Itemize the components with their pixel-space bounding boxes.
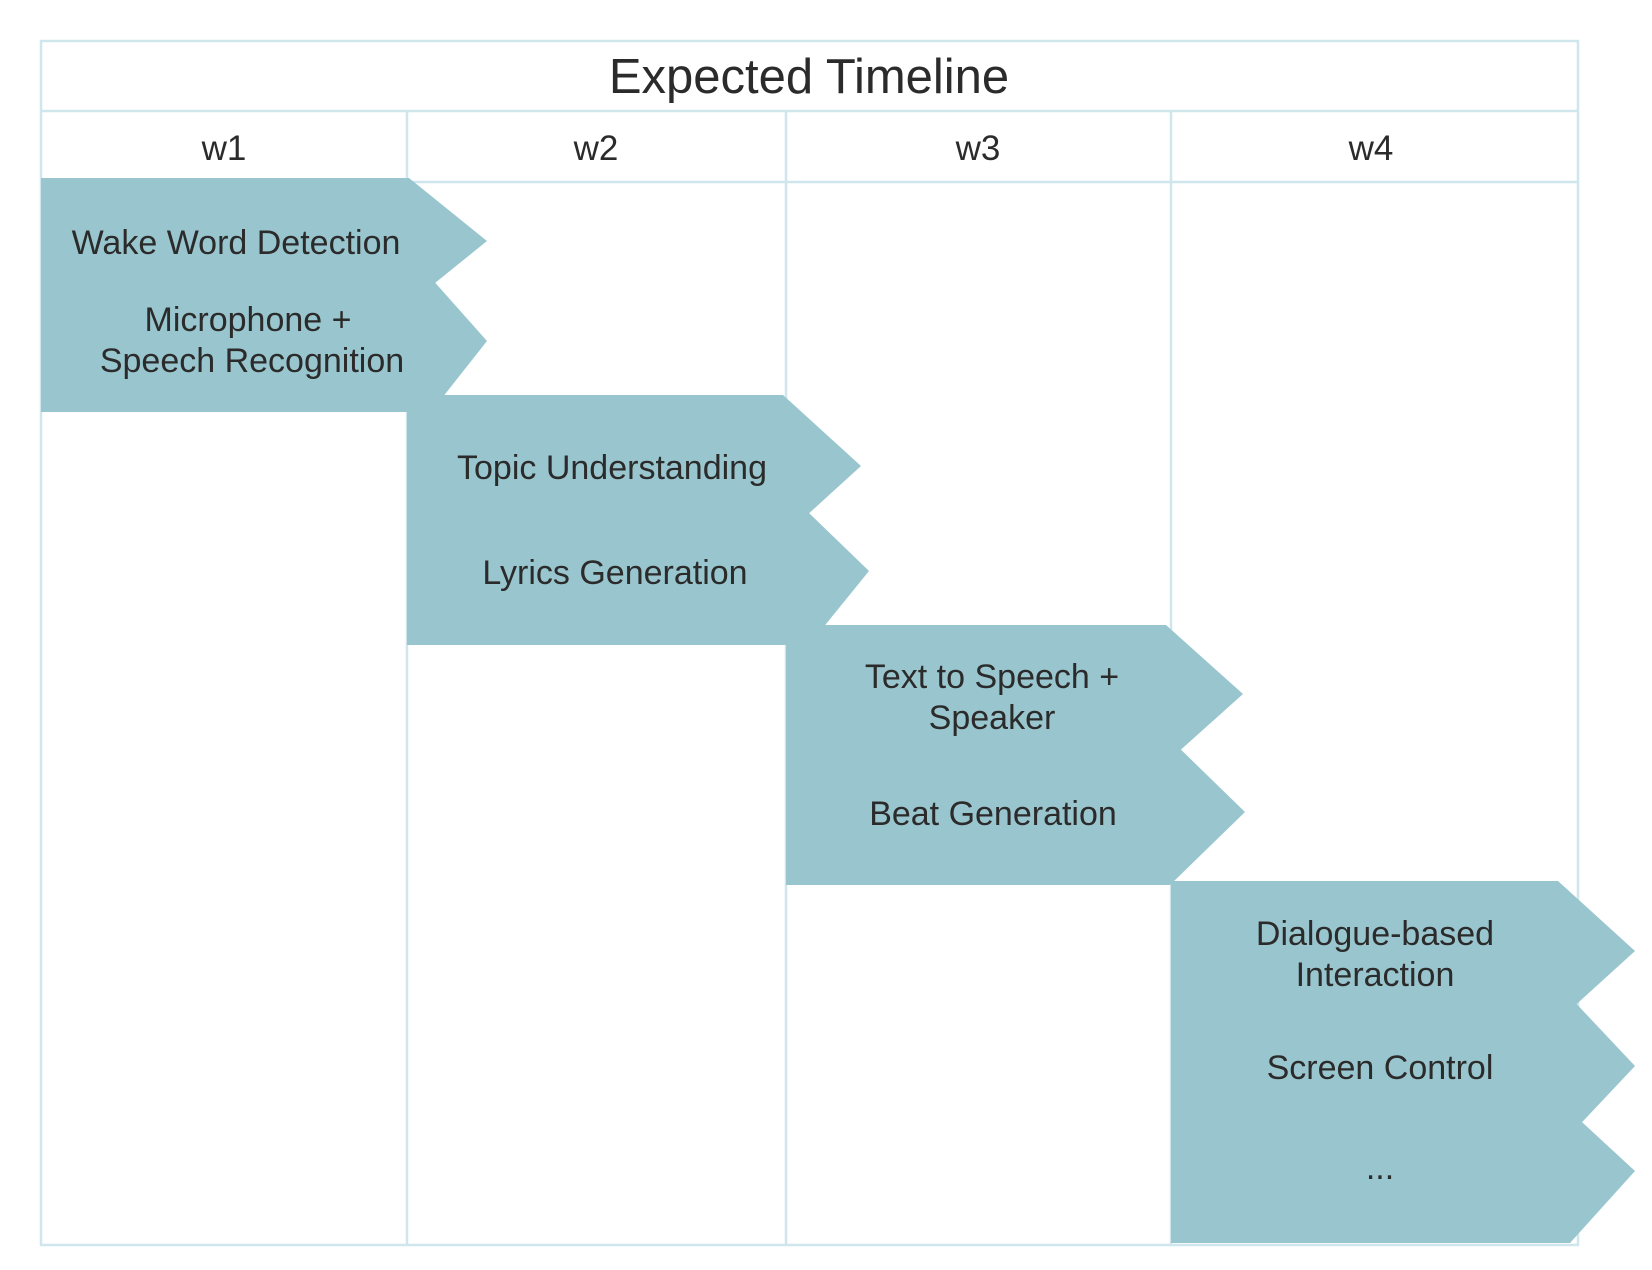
task-label-lyrics-generation: Lyrics Generation (482, 554, 747, 592)
task-label-ellipsis: ... (1366, 1149, 1394, 1187)
task-label-wake-word-detection: Wake Word Detection (72, 224, 401, 262)
task-label-beat-generation: Beat Generation (869, 795, 1117, 833)
week-label-w1: w1 (201, 129, 247, 168)
task-arrow-wake-word-detection (41, 178, 487, 304)
week-label-w3: w3 (955, 129, 1001, 168)
task-arrow-ellipsis (1171, 1111, 1635, 1243)
task-label-text-to-speech-line1: Text to Speech + (865, 658, 1119, 696)
week-label-w4: w4 (1348, 129, 1394, 168)
task-label-microphone-line1: Microphone + (145, 301, 352, 339)
task-label-speech-recognition-line2: Speech Recognition (100, 342, 404, 380)
task-arrow-text-to-speech-speaker (786, 625, 1243, 763)
diagram-title: Expected Timeline (609, 50, 1009, 104)
task-arrow-screen-control (1171, 997, 1635, 1135)
task-labels: Wake Word Detection Microphone + Speech … (72, 224, 1494, 1187)
timeline-frame (39, 39, 1580, 1247)
task-arrow-topic-understanding (407, 395, 861, 537)
task-arrow-beat-generation (786, 739, 1245, 885)
task-label-topic-understanding: Topic Understanding (457, 449, 767, 487)
task-arrow-dialogue-based-interaction (1171, 881, 1635, 1021)
task-label-interaction-line2: Interaction (1296, 956, 1455, 994)
week-label-w2: w2 (573, 129, 619, 168)
task-arrow-microphone-speech-recognition (41, 278, 487, 412)
task-label-dialogue-based-line1: Dialogue-based (1256, 915, 1494, 953)
task-label-screen-control: Screen Control (1267, 1049, 1494, 1087)
task-arrow-lyrics-generation (407, 513, 869, 645)
task-arrows (41, 178, 1635, 1243)
task-label-speaker-line2: Speaker (929, 699, 1056, 737)
week-headers: w1 w2 w3 w4 (201, 129, 1394, 168)
